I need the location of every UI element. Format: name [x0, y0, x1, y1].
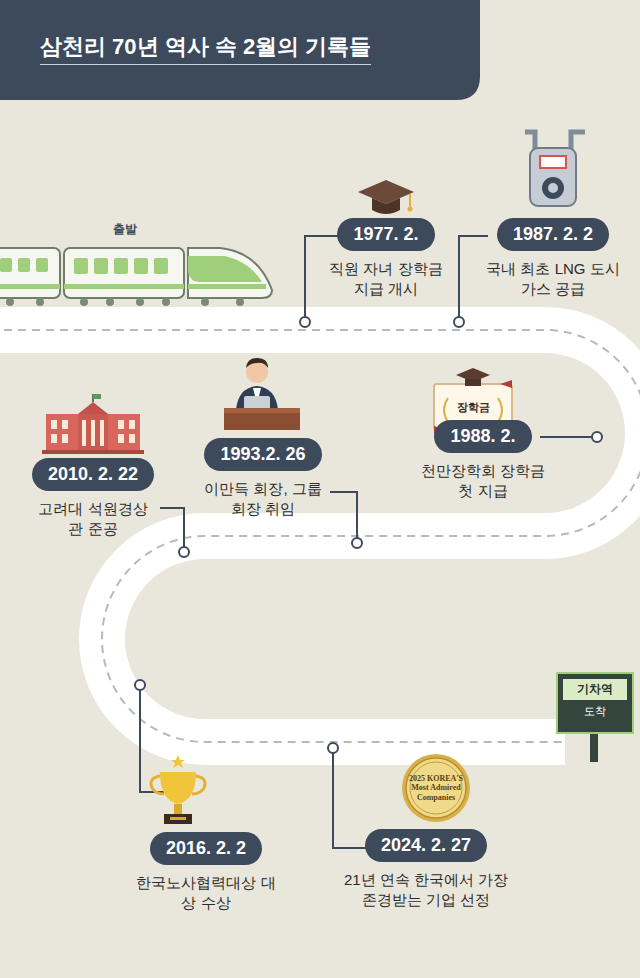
timeline-event: 2016. 2. 2 한국노사협력대상 대상 수상	[116, 832, 296, 912]
event-description: 천만장학회 장학금 첫 지급	[413, 461, 553, 500]
road-centerline	[0, 330, 640, 742]
timeline-event: 1993.2. 26 이만득 회장, 그룹 회장 취임	[178, 438, 348, 518]
road-dots	[135, 317, 602, 753]
date-pill: 2010. 2. 22	[32, 458, 154, 491]
title: 삼천리 70년 역사 속 2월의 기록들	[40, 32, 371, 65]
date-pill: 1988. 2.	[434, 420, 531, 453]
date-pill: 1993.2. 26	[204, 438, 321, 471]
event-description: 21년 연속 한국에서 가장 존경받는 기업 선정	[340, 870, 512, 909]
station-sign: 기차역도착	[556, 672, 634, 734]
station-name: 기차역	[563, 679, 627, 700]
leader-lines	[140, 236, 592, 848]
start-label: 출발	[95, 222, 155, 236]
date-pill: 2024. 2. 27	[365, 829, 487, 862]
businessman	[224, 358, 300, 430]
gas-meter	[525, 132, 585, 206]
certificate-text: 장학금	[445, 401, 501, 414]
timeline-event: 1988. 2. 천만장학회 장학금 첫 지급	[398, 420, 568, 500]
title-tab	[0, 0, 480, 100]
timeline-event: 2010. 2. 22 고려대 석원경상관 준공	[8, 458, 178, 538]
timeline-event: 1977. 2. 직원 자녀 장학금 지급 개시	[296, 218, 476, 298]
event-description: 직원 자녀 장학금 지급 개시	[321, 259, 451, 298]
road	[0, 330, 640, 742]
timeline-event: 1987. 2. 2 국내 최초 LNG 도시가스 공급	[469, 218, 637, 298]
event-description: 이만득 회장, 그룹 회장 취임	[197, 479, 329, 518]
date-pill: 1987. 2. 2	[497, 218, 609, 251]
event-description: 한국노사협력대상 대상 수상	[136, 873, 276, 912]
event-description: 고려대 석원경상관 준공	[32, 499, 154, 538]
graduation-cap	[358, 180, 414, 214]
arrival-text: 도착	[558, 704, 632, 719]
event-description: 국내 최초 LNG 도시가스 공급	[483, 259, 623, 298]
badge-text: 2025 KOREA'S Most Admired Companies	[408, 774, 464, 802]
timeline-event: 2024. 2. 27 21년 연속 한국에서 가장 존경받는 기업 선정	[331, 829, 521, 909]
train	[0, 248, 272, 306]
award-badge	[402, 754, 470, 822]
date-pill: 2016. 2. 2	[150, 832, 262, 865]
trophy	[151, 755, 205, 824]
building	[42, 394, 144, 454]
date-pill: 1977. 2.	[337, 218, 434, 251]
